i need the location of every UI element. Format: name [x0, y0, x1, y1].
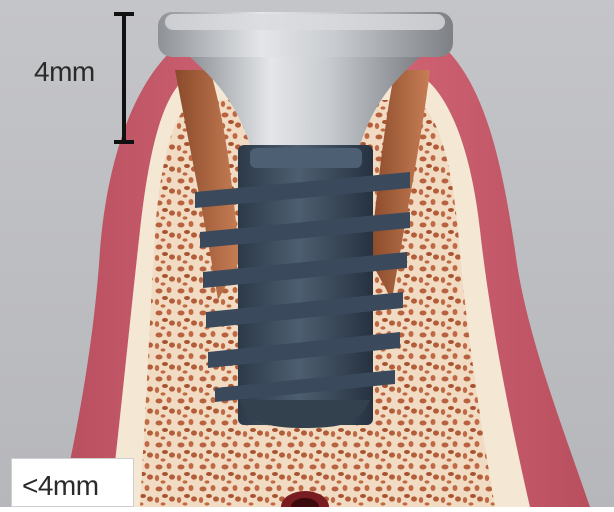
bottom-measurement-label: <4mm [22, 470, 99, 502]
top-measurement-label: 4mm [34, 56, 95, 88]
